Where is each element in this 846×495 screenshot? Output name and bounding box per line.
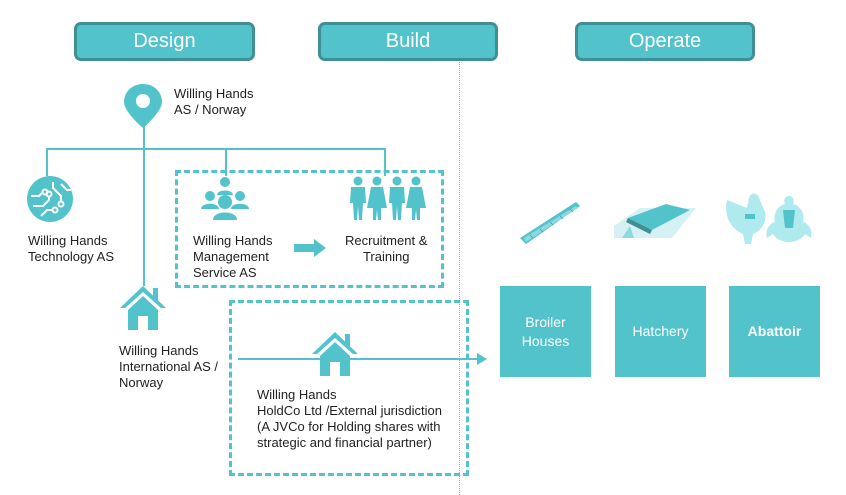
phase-build-label: Build <box>385 30 431 52</box>
connector-management <box>225 148 227 176</box>
international-entity-label: Willing Hands International AS / Norway <box>119 343 219 390</box>
connector-technology <box>46 148 48 176</box>
operation-tile-abattoir: Abattoir <box>729 286 820 377</box>
phase-divider <box>459 62 460 495</box>
operation-label: Abattoir <box>747 323 802 339</box>
technology-entity-label: Willing Hands Technology AS <box>28 233 115 264</box>
location-pin-icon <box>124 84 162 128</box>
connector-recruitment <box>384 148 386 176</box>
holdco-group-box <box>229 300 469 476</box>
circuit-icon <box>27 176 73 222</box>
people-icon <box>350 176 426 220</box>
connector-to-operations <box>238 358 478 360</box>
operation-label: Hatchery <box>632 323 689 339</box>
operation-tile-hatchery: Hatchery <box>615 286 706 377</box>
recruitment-label: Recruitment & Training <box>345 233 428 264</box>
arrow-right-icon <box>294 239 326 257</box>
operation-tile-broiler-houses: Broiler Houses <box>500 286 591 377</box>
phase-design-label: Design <box>133 30 196 52</box>
holdco-house-icon <box>312 332 358 376</box>
management-entity-label: Willing Hands Management Service AS <box>193 233 273 280</box>
operation-label: Broiler Houses <box>521 313 570 349</box>
arrowhead-icon <box>477 353 487 365</box>
holdco-entity-label: Willing Hands HoldCo Ltd /External juris… <box>257 387 442 450</box>
phase-operate-label: Operate <box>628 30 702 52</box>
phase-build: Build <box>318 22 498 61</box>
management-group-box <box>175 170 444 288</box>
hatchery-icon <box>614 204 696 238</box>
connector-pin-down <box>143 126 145 286</box>
house-icon <box>120 286 166 330</box>
parent-entity-label: Willing Hands AS / Norway <box>174 86 254 117</box>
broiler-house-icon <box>520 202 580 244</box>
connector-horizontal <box>46 148 386 150</box>
phase-operate: Operate <box>575 22 755 61</box>
phase-design: Design <box>74 22 255 61</box>
group-icon <box>201 177 249 220</box>
chicken-cuts-icon <box>726 193 812 244</box>
